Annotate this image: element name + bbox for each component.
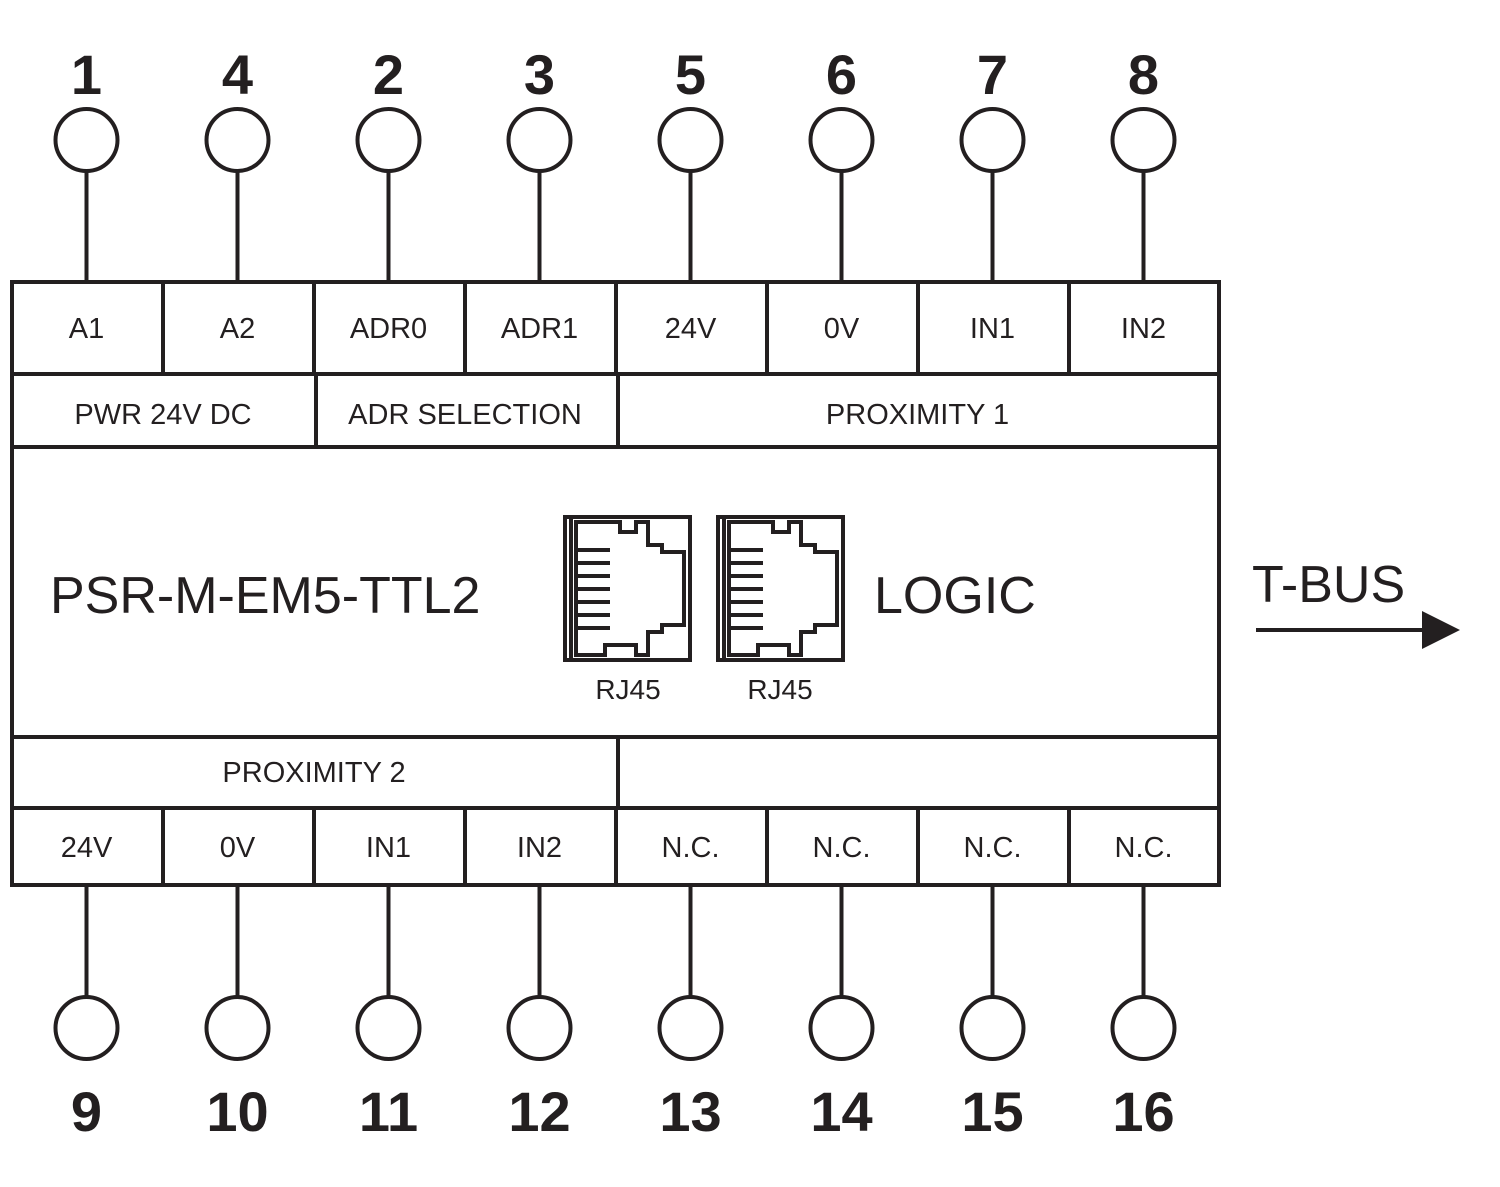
terminal-13: N.C. 13: [614, 808, 724, 1143]
tbus-indicator: T-BUS: [1252, 556, 1460, 649]
terminal-6: 6 0V: [765, 43, 875, 374]
terminal-label: IN2: [517, 832, 562, 864]
terminal-screw-icon: [1110, 995, 1177, 1061]
terminal-number: 13: [659, 1080, 721, 1143]
terminal-number: 5: [675, 43, 706, 106]
terminal-label: A1: [69, 313, 104, 345]
terminal-label: 24V: [665, 313, 717, 345]
rj45-port-2: RJ45: [716, 515, 845, 705]
terminal-4: 4A2: [161, 43, 271, 374]
terminal-number: 1: [71, 43, 102, 106]
group-label: PWR 24V DC: [74, 399, 251, 431]
logic-label: LOGIC: [874, 567, 1036, 625]
model-label: PSR-M-EM5-TTL2: [50, 567, 480, 625]
terminal-number: 2: [373, 43, 404, 106]
terminal-number: 12: [508, 1080, 570, 1143]
terminal-9: 24V 9: [53, 832, 120, 1143]
terminal-screw-icon: [959, 107, 1026, 173]
terminal-label: ADR0: [350, 313, 427, 345]
terminal-screw-icon: [506, 107, 573, 173]
rj45-label: RJ45: [747, 674, 812, 705]
terminal-10: 0V 10: [161, 808, 271, 1143]
bottom-terminal-strip: 24V90V10IN111IN212N.C.13N.C.14N.C.15N.C.…: [53, 808, 1177, 1143]
top-group-row: PWR 24V DC ADR SELECTION PROXIMITY 1: [74, 374, 1009, 447]
terminal-screw-icon: [657, 107, 724, 173]
rj45-label: RJ45: [595, 674, 660, 705]
terminal-number: 7: [977, 43, 1008, 106]
bottom-group-row: PROXIMITY 2: [222, 737, 620, 808]
terminal-screw-icon: [657, 995, 724, 1061]
tbus-label: T-BUS: [1252, 556, 1405, 614]
terminal-label: 24V: [61, 832, 113, 864]
terminal-number: 8: [1128, 43, 1159, 106]
terminal-number: 11: [359, 1080, 418, 1143]
terminal-12: IN2 12: [463, 808, 573, 1143]
rj45-jack-icon: [716, 515, 845, 662]
terminal-1: 1A1: [53, 43, 120, 345]
terminal-screw-icon: [204, 107, 271, 173]
terminal-label: N.C.: [1115, 832, 1173, 864]
terminal-screw-icon: [355, 995, 422, 1061]
terminal-number: 10: [206, 1080, 268, 1143]
terminal-label: N.C.: [964, 832, 1022, 864]
terminal-14: N.C. 14: [765, 808, 875, 1143]
terminal-screw-icon: [959, 995, 1026, 1061]
terminal-screw-icon: [506, 995, 573, 1061]
terminal-number: 4: [222, 43, 253, 106]
terminal-screw-icon: [355, 107, 422, 173]
terminal-label: 0V: [220, 832, 256, 864]
terminal-label: A2: [220, 313, 255, 345]
terminal-label: IN2: [1121, 313, 1166, 345]
terminal-number: 9: [71, 1080, 102, 1143]
group-label: ADR SELECTION: [348, 399, 582, 431]
group-label: PROXIMITY 1: [826, 399, 1009, 431]
terminal-screw-icon: [53, 107, 120, 173]
terminal-label: IN1: [970, 313, 1015, 345]
terminal-group-pwr-24v-dc: PWR 24V DC: [74, 399, 251, 431]
terminal-screw-icon: [53, 995, 120, 1061]
terminal-5: 5 24V: [614, 43, 724, 374]
arrow-right-icon: [1422, 611, 1460, 649]
terminal-15: N.C. 15: [916, 808, 1026, 1143]
group-label: PROXIMITY 2: [222, 757, 405, 789]
terminal-group-proximity-1: PROXIMITY 1: [616, 374, 1009, 447]
terminal-number: 3: [524, 43, 555, 106]
terminal-label: ADR1: [501, 313, 578, 345]
terminal-16: N.C. 16: [1067, 808, 1177, 1143]
terminal-screw-icon: [808, 995, 875, 1061]
rj45-jack-icon: [563, 515, 692, 662]
rj45-port-1: RJ45: [563, 515, 692, 705]
terminal-label: 0V: [824, 313, 860, 345]
terminal-screw-icon: [808, 107, 875, 173]
terminal-group-proximity-2: PROXIMITY 2: [222, 757, 405, 789]
terminal-number: 15: [961, 1080, 1023, 1143]
terminal-group-adr-selection: ADR SELECTION: [314, 374, 582, 447]
terminal-number: 16: [1112, 1080, 1174, 1143]
terminal-label: N.C.: [662, 832, 720, 864]
terminal-number: 14: [810, 1080, 872, 1143]
terminal-number: 6: [826, 43, 857, 106]
terminal-label: IN1: [366, 832, 411, 864]
terminal-screw-icon: [204, 995, 271, 1061]
terminal-screw-icon: [1110, 107, 1177, 173]
terminal-label: N.C.: [813, 832, 871, 864]
terminal-11: IN1 11: [312, 808, 422, 1143]
